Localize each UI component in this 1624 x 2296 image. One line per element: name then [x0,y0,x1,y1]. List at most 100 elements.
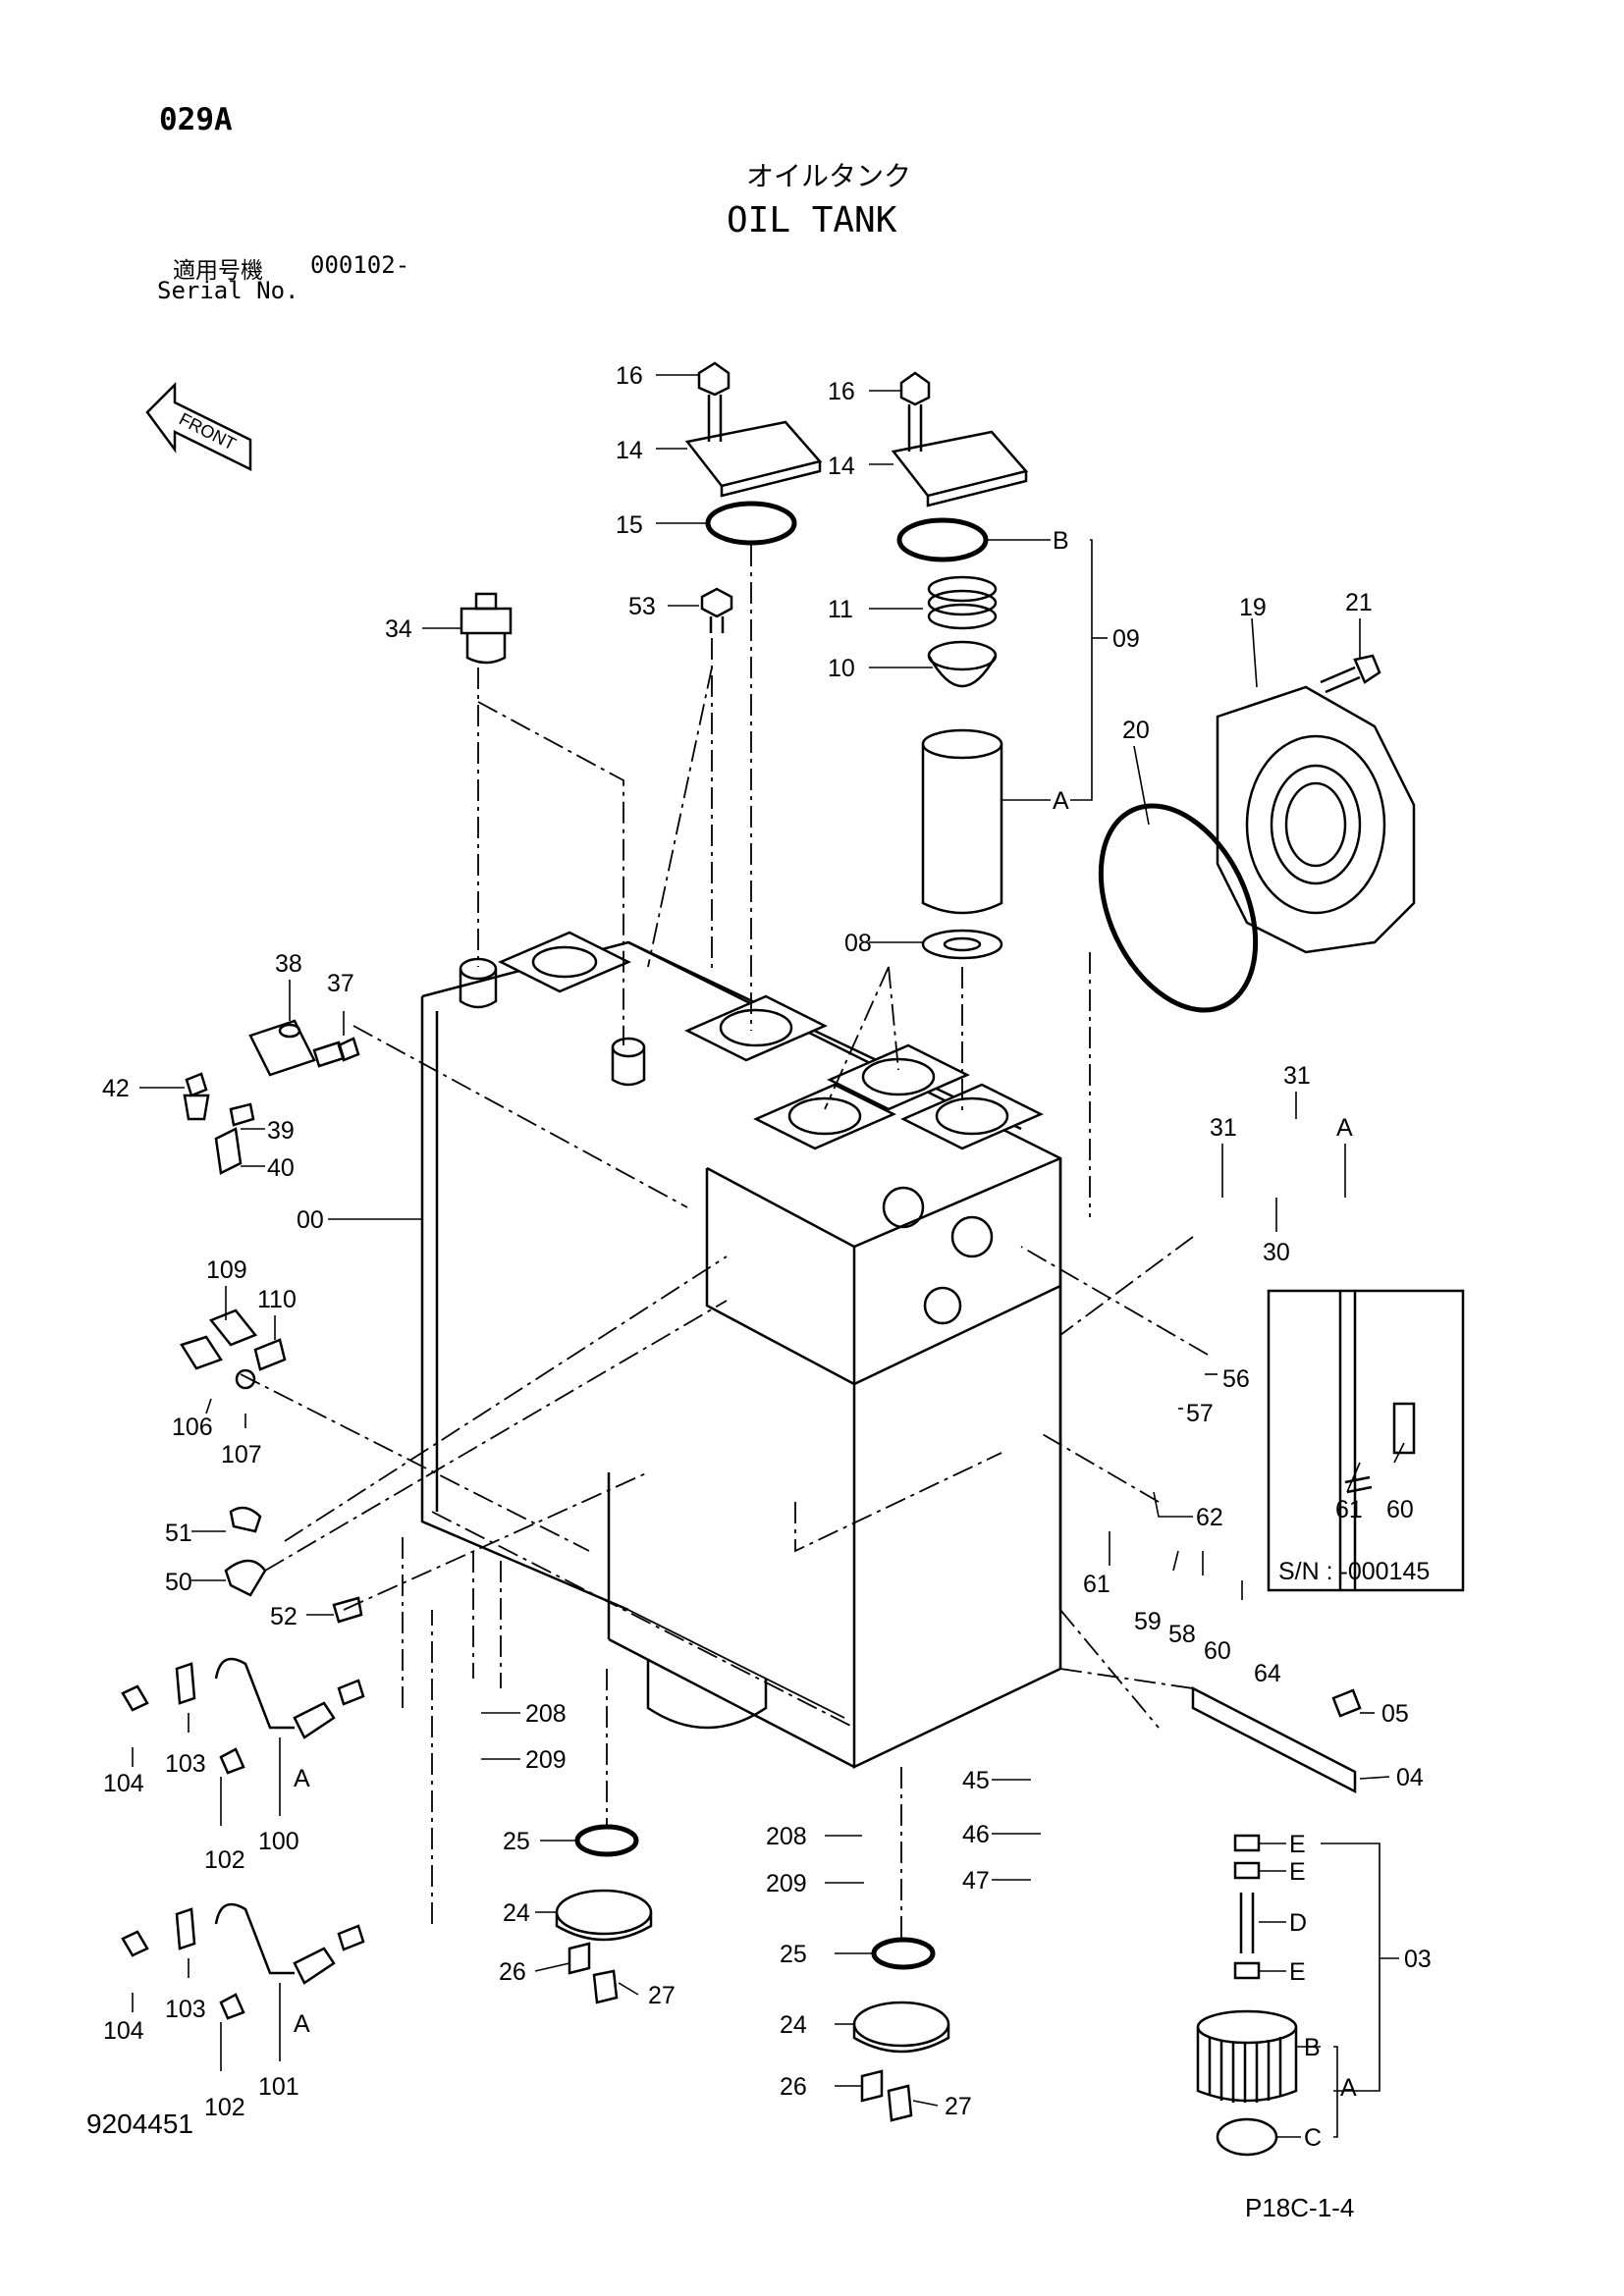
callout-100: 100 [258,1828,299,1855]
callout-26: 26 [780,2073,807,2101]
callout-D: D [1289,1909,1307,1937]
callout-104: 104 [103,2017,144,2045]
callout-14: 14 [616,437,643,464]
title-japanese: オイルタンク [746,160,912,192]
callout-59: 59 [1134,1608,1162,1635]
callout-40: 40 [267,1154,295,1182]
callout-61: 61 [1335,1496,1363,1523]
callout-21: 21 [1345,589,1373,616]
callout-A: A [1336,1114,1353,1142]
callout-60: 60 [1386,1496,1414,1523]
callout-A: A [1053,787,1069,815]
callout-110: 110 [257,1286,297,1313]
callout-106: 106 [172,1414,213,1441]
tank-body [420,940,1062,1769]
filter-element [921,575,1003,960]
callout-46: 46 [962,1821,990,1848]
callout-51: 51 [165,1520,192,1547]
callout-leader-lines [132,374,1405,2138]
callout-A: A [294,2010,310,2038]
drain-plate-left [555,1824,653,2004]
callout-08: 08 [844,930,872,957]
oring-20 [1098,803,1259,1013]
callout-25: 25 [780,1941,807,1968]
callout-E: E [1289,1858,1306,1886]
callout-09: 09 [1112,625,1140,653]
assembly-guide-lines [240,545,1209,1939]
callout-61: 61 [1083,1571,1110,1598]
top-cover-right [891,371,1029,562]
callout-04: 04 [1396,1764,1424,1791]
callout-16: 16 [616,362,643,390]
page-code: 029A [159,102,233,137]
callout-31: 31 [1210,1114,1237,1142]
callout-26: 26 [499,1958,526,1986]
callout-14: 14 [828,453,855,480]
callout-208: 208 [525,1700,567,1728]
callout-208: 208 [766,1823,807,1850]
callout-60: 60 [1204,1637,1231,1665]
page-reference: P18C-1-4 [1245,2193,1355,2222]
callout-31: 31 [1283,1062,1311,1090]
serial-number-value: 000102- [310,251,410,279]
callout-03: 03 [1404,1946,1432,1973]
callout-104: 104 [103,1770,144,1797]
callout-39: 39 [267,1117,295,1145]
harness-101 [121,1902,365,2020]
callout-E: E [1289,1958,1306,1986]
callout-25: 25 [503,1828,530,1855]
callout-62: 62 [1196,1504,1223,1531]
side-cover-19 [1216,685,1416,954]
callout-102: 102 [204,2094,245,2121]
sensor-fittings-left [180,1308,363,1624]
callout-15: 15 [616,511,643,539]
tank-top-openings [459,931,1044,1325]
drain-plate-right [852,1937,950,2122]
callout-34: 34 [385,615,412,643]
callout-A: A [1340,2074,1357,2102]
callout-30: 30 [1263,1239,1290,1266]
callout-103: 103 [165,1996,206,2023]
inset-serial-note: S/N : -000145 [1278,1558,1430,1585]
harness-100 [121,1657,365,1775]
callout-27: 27 [648,1982,676,2009]
callout-209: 209 [525,1746,567,1774]
callout-16: 16 [828,378,855,405]
title-english: OIL TANK [727,200,897,240]
callout-37: 37 [327,970,354,997]
callout-64: 64 [1254,1660,1281,1687]
callout-209: 209 [766,1870,807,1897]
bolt-53 [700,587,733,633]
callout-20: 20 [1122,717,1150,744]
callout-00: 00 [297,1206,324,1234]
top-cover-left [684,361,823,546]
callout-C: C [1304,2124,1322,2152]
callout-103: 103 [165,1750,206,1778]
callout-05: 05 [1381,1700,1409,1728]
bolt-21 [1320,654,1381,694]
serial-label-english: Serial No. [157,277,299,304]
callout-11: 11 [828,596,853,623]
breather-34 [460,592,513,665]
callout-109: 109 [206,1256,247,1284]
callout-47: 47 [962,1867,990,1895]
callout-38: 38 [275,950,302,978]
callout-24: 24 [503,1899,530,1927]
callout-27: 27 [945,2093,972,2120]
callout-52: 52 [270,1603,298,1630]
drawing-number: 9204451 [86,2109,194,2139]
callout-102: 102 [204,1846,245,1874]
callout-101: 101 [258,2073,299,2101]
callout-50: 50 [165,1569,192,1596]
callout-53: 53 [628,593,656,620]
serial-label-japanese: 適用号機 [173,258,263,284]
callout-57: 57 [1186,1400,1214,1427]
callout-56: 56 [1222,1365,1250,1393]
callout-B: B [1304,2034,1321,2061]
inset-detail-box [1267,1289,1465,1592]
callout-58: 58 [1168,1621,1196,1648]
strainer-assembly-03 [1191,1685,1362,2157]
part-callouts: 16 14 15 16 14 B 09 A 11 10 53 34 08 19 … [102,362,1432,2152]
